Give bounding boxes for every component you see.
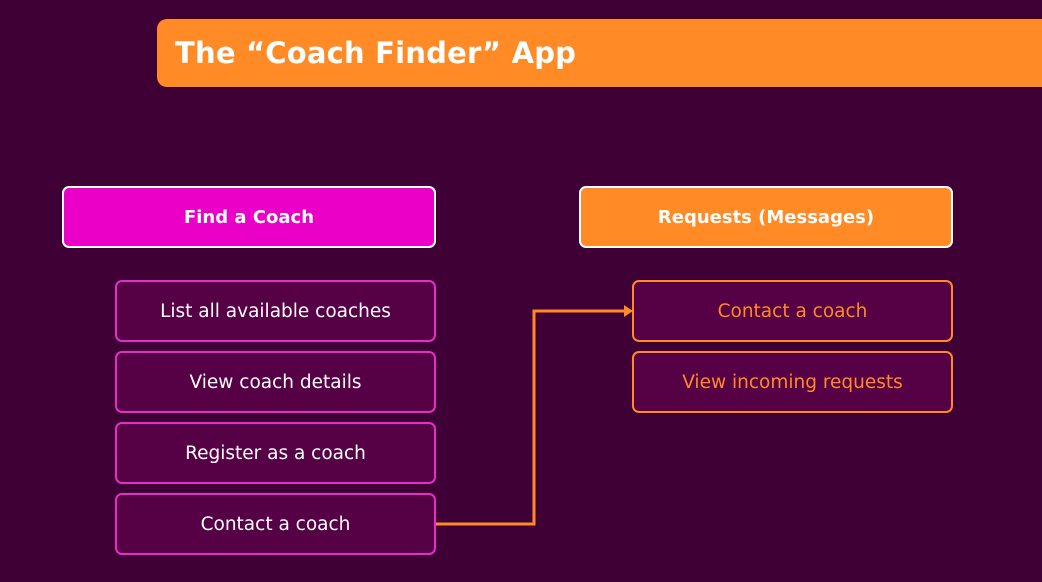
view-coach-details-item: View coach details [115,351,436,413]
contact-coach-item: Contact a coach [115,493,436,555]
register-coach-item: Register as a coach [115,422,436,484]
requests-heading: Requests (Messages) [579,186,953,248]
view-incoming-requests-item: View incoming requests [632,351,953,413]
request-contact-coach-item: Contact a coach [632,280,953,342]
list-coaches-item: List all available coaches [115,280,436,342]
connector-line [436,309,624,526]
find-a-coach-heading: Find a Coach [62,186,436,248]
title-banner: The “Coach Finder” App [157,19,1042,87]
page-title: The “Coach Finder” App [175,36,577,70]
